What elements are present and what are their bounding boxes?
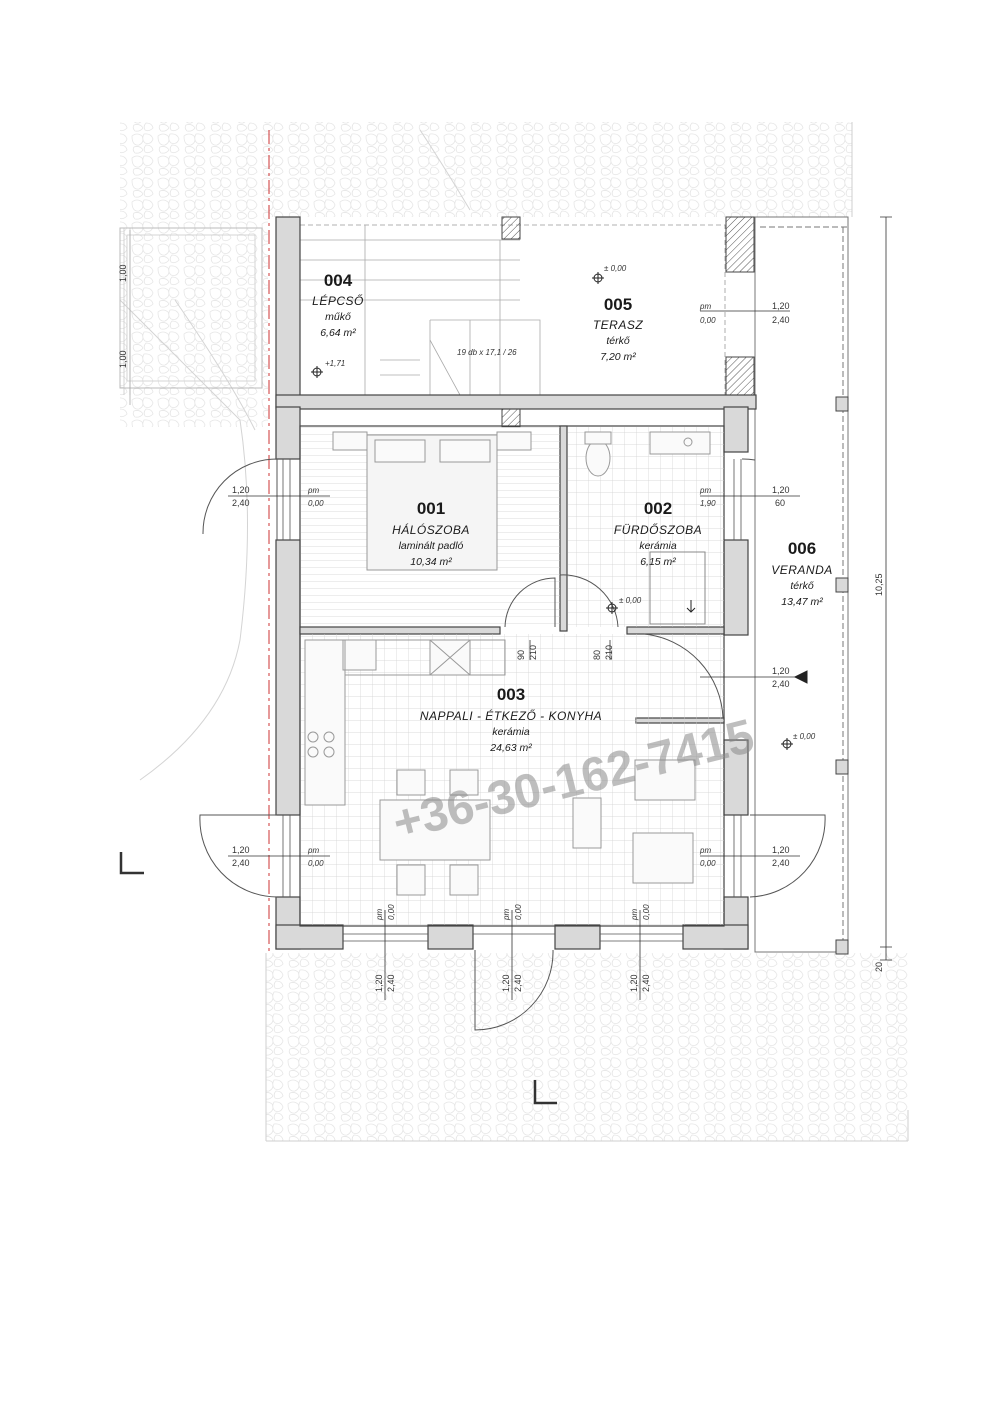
svg-text:± 0,00: ± 0,00 xyxy=(619,596,642,605)
svg-text:2,40: 2,40 xyxy=(232,498,250,508)
furniture xyxy=(304,431,711,896)
svg-text:1,20: 1,20 xyxy=(501,974,511,992)
svg-text:20: 20 xyxy=(874,962,884,972)
svg-text:1,20: 1,20 xyxy=(232,845,250,855)
stair-steps xyxy=(300,225,541,396)
room-005-label: 005 TERASZ térkő 7,20 m² xyxy=(593,295,644,363)
svg-text:NAPPALI - ÉTKEZŐ - KONYHA: NAPPALI - ÉTKEZŐ - KONYHA xyxy=(420,708,602,723)
svg-text:1,20: 1,20 xyxy=(772,666,790,676)
svg-text:1,20: 1,20 xyxy=(629,974,639,992)
svg-text:10,34 m²: 10,34 m² xyxy=(410,556,452,568)
svg-text:13,47 m²: 13,47 m² xyxy=(781,596,823,608)
svg-text:006: 006 xyxy=(788,539,816,558)
svg-text:pm: pm xyxy=(502,909,511,921)
svg-text:pm: pm xyxy=(699,302,711,311)
dimension-lines xyxy=(129,216,892,1000)
svg-text:6,64 m²: 6,64 m² xyxy=(320,327,356,339)
veranda-outline xyxy=(754,216,849,955)
svg-text:60: 60 xyxy=(775,498,785,508)
svg-text:0,00: 0,00 xyxy=(308,859,324,868)
svg-text:pm: pm xyxy=(699,486,711,495)
svg-text:2,40: 2,40 xyxy=(232,858,250,868)
svg-text:2,40: 2,40 xyxy=(641,974,651,992)
svg-text:24,63 m²: 24,63 m² xyxy=(489,742,532,754)
svg-text:2,40: 2,40 xyxy=(772,315,790,325)
svg-text:80: 80 xyxy=(592,650,602,660)
svg-text:pm: pm xyxy=(307,846,319,855)
svg-text:pm: pm xyxy=(699,846,711,855)
svg-text:kerámia: kerámia xyxy=(492,726,530,738)
svg-text:001: 001 xyxy=(417,499,445,518)
svg-text:műkő: műkő xyxy=(325,311,351,323)
terrain-lines xyxy=(119,129,471,781)
svg-text:pm: pm xyxy=(307,486,319,495)
svg-text:kerámia: kerámia xyxy=(639,540,677,552)
svg-text:± 0,00: ± 0,00 xyxy=(604,264,627,273)
svg-text:1,20: 1,20 xyxy=(772,485,790,495)
svg-text:2,40: 2,40 xyxy=(386,974,396,992)
svg-text:laminált padló: laminált padló xyxy=(399,540,464,552)
svg-text:19 db x 17,1 / 26: 19 db x 17,1 / 26 xyxy=(457,348,517,357)
svg-text:HÁLÓSZOBA: HÁLÓSZOBA xyxy=(392,522,470,537)
svg-text:1,00: 1,00 xyxy=(118,264,128,282)
svg-text:VERANDA: VERANDA xyxy=(771,563,833,577)
elevation-marks xyxy=(311,272,808,750)
svg-text:005: 005 xyxy=(604,295,632,314)
svg-text:1,20: 1,20 xyxy=(772,845,790,855)
section-markers xyxy=(119,852,557,1105)
svg-text:0,00: 0,00 xyxy=(700,316,716,325)
svg-text:LÉPCSŐ: LÉPCSŐ xyxy=(312,293,364,308)
svg-text:TERASZ: TERASZ xyxy=(593,318,644,332)
svg-text:0,00: 0,00 xyxy=(308,499,324,508)
svg-text:1,00: 1,00 xyxy=(118,350,128,368)
svg-text:+1,71: +1,71 xyxy=(325,359,345,368)
svg-text:1,90: 1,90 xyxy=(700,499,716,508)
svg-text:pm: pm xyxy=(375,909,384,921)
svg-text:0,00: 0,00 xyxy=(387,904,396,920)
svg-text:± 0,00: ± 0,00 xyxy=(793,732,816,741)
annotations: 19 db x 17,1 / 26 +1,71 ± 0,00 ± 0,00 ± … xyxy=(118,264,884,992)
svg-text:1,20: 1,20 xyxy=(772,301,790,311)
room-006-label: 006 VERANDA térkő 13,47 m² xyxy=(771,539,833,608)
svg-text:003: 003 xyxy=(497,685,525,704)
svg-text:0,00: 0,00 xyxy=(514,904,523,920)
svg-text:1,20: 1,20 xyxy=(374,974,384,992)
svg-text:210: 210 xyxy=(528,645,538,660)
svg-text:210: 210 xyxy=(604,645,614,660)
svg-text:1,20: 1,20 xyxy=(232,485,250,495)
paving-areas xyxy=(120,122,909,1142)
svg-text:2,40: 2,40 xyxy=(772,679,790,689)
svg-text:004: 004 xyxy=(324,271,353,290)
door-swings xyxy=(199,458,826,1031)
svg-text:0,00: 0,00 xyxy=(642,904,651,920)
room-003-label: 003 NAPPALI - ÉTKEZŐ - KONYHA kerámia 24… xyxy=(420,685,602,754)
room-004-label: 004 LÉPCSŐ műkő 6,64 m² xyxy=(312,271,364,339)
svg-text:térkő: térkő xyxy=(790,580,814,592)
svg-text:térkő: térkő xyxy=(606,335,630,347)
svg-text:2,40: 2,40 xyxy=(513,974,523,992)
svg-text:90: 90 xyxy=(516,650,526,660)
svg-text:7,20 m²: 7,20 m² xyxy=(600,351,636,363)
svg-text:10,25: 10,25 xyxy=(874,573,884,596)
svg-text:2,40: 2,40 xyxy=(772,858,790,868)
svg-text:002: 002 xyxy=(644,499,672,518)
svg-text:0,00: 0,00 xyxy=(700,859,716,868)
svg-text:pm: pm xyxy=(630,909,639,921)
svg-text:6,15 m²: 6,15 m² xyxy=(640,556,676,568)
svg-text:FÜRDŐSZOBA: FÜRDŐSZOBA xyxy=(614,522,702,537)
window-marks xyxy=(282,459,742,942)
room-002-label: 002 FÜRDŐSZOBA kerámia 6,15 m² xyxy=(614,499,702,568)
room-001-label: 001 HÁLÓSZOBA laminált padló 10,34 m² xyxy=(392,499,470,568)
